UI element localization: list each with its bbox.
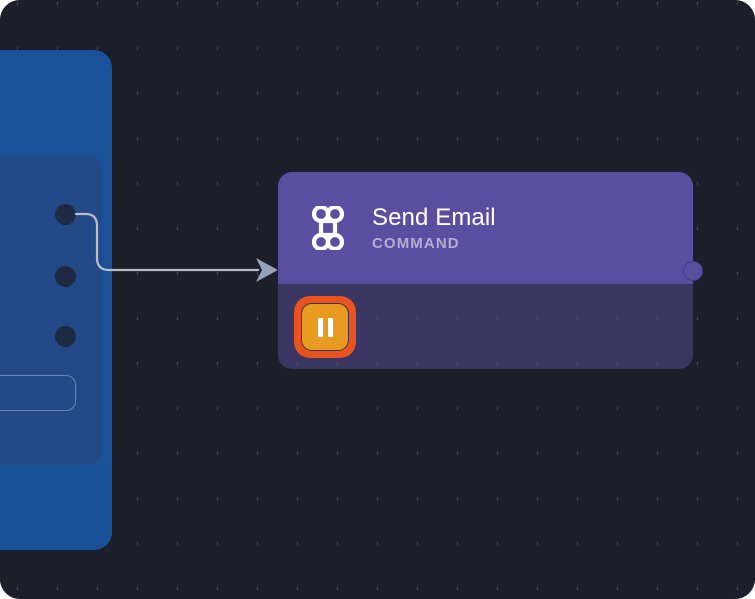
field-outline[interactable] xyxy=(0,375,76,411)
command-card-title: Send Email xyxy=(372,203,496,231)
pause-bar-left xyxy=(317,317,323,337)
output-port-1[interactable] xyxy=(55,204,76,225)
source-node-inner-panel[interactable] xyxy=(0,155,102,465)
command-card[interactable]: Send Email COMMAND xyxy=(278,172,703,369)
output-port-2[interactable] xyxy=(55,266,76,287)
pause-icon xyxy=(301,303,349,351)
output-port-3[interactable] xyxy=(55,326,76,347)
command-card-header: Send Email COMMAND xyxy=(278,172,693,284)
command-card-subtitle: COMMAND xyxy=(372,234,460,252)
source-node-footer-panel xyxy=(0,465,112,550)
command-card-body xyxy=(278,284,693,369)
pause-button[interactable] xyxy=(294,296,356,358)
output-connector[interactable] xyxy=(683,261,703,281)
command-icon xyxy=(306,204,350,252)
pause-bar-right xyxy=(327,317,333,337)
command-card-titles: Send Email COMMAND xyxy=(372,204,496,253)
wire-arrowhead xyxy=(256,258,278,282)
